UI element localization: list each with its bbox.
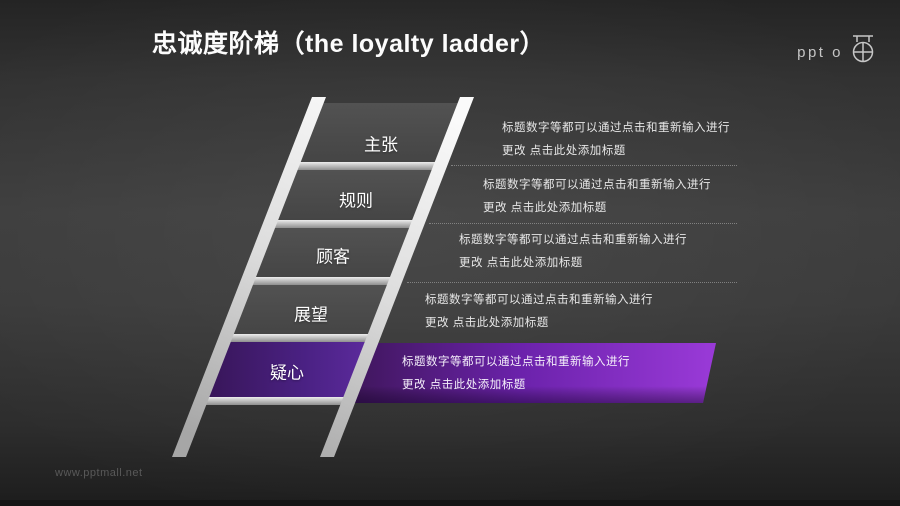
step-panel-4 bbox=[227, 285, 394, 334]
desc-line-1: 标题数字等都可以通过点击和重新输入进行 bbox=[402, 356, 630, 368]
watermark-url: www.pptmall.net bbox=[55, 467, 143, 479]
ladder-left-rail bbox=[172, 97, 326, 457]
step-desc-1: 标题数字等都可以通过点击和重新输入进行 更改 点击此处添加标题 bbox=[502, 117, 730, 163]
desc-line-2: 更改 点击此处添加标题 bbox=[459, 257, 583, 269]
highlight-banner-shade bbox=[347, 343, 716, 403]
desc-line-2: 更改 点击此处添加标题 bbox=[502, 145, 626, 157]
ladder-rung-4 bbox=[222, 334, 377, 342]
desc-line-1: 标题数字等都可以通过点击和重新输入进行 bbox=[483, 179, 711, 191]
ladder-rung-2 bbox=[266, 220, 421, 228]
step-desc-3: 标题数字等都可以通过点击和重新输入进行 更改 点击此处添加标题 bbox=[459, 229, 687, 275]
step-label-2: 规则 bbox=[339, 191, 373, 211]
desc-line-1: 标题数字等都可以通过点击和重新输入进行 bbox=[459, 234, 687, 246]
desc-line-1: 标题数字等都可以通过点击和重新输入进行 bbox=[502, 122, 730, 134]
step-panel-1 bbox=[294, 103, 465, 162]
desc-line-2: 更改 点击此处添加标题 bbox=[425, 317, 549, 329]
separator-3 bbox=[407, 282, 737, 283]
ladder-rung-1 bbox=[289, 162, 444, 170]
step-panel-3 bbox=[249, 228, 416, 277]
step-desc-5: 标题数字等都可以通过点击和重新输入进行 更改 点击此处添加标题 bbox=[402, 351, 630, 397]
separator-1 bbox=[451, 165, 737, 166]
step-panel-5-highlighted bbox=[202, 342, 372, 397]
step-label-4: 展望 bbox=[294, 305, 328, 325]
bottom-strip bbox=[0, 500, 900, 506]
ladder-rung-3 bbox=[244, 277, 399, 285]
slide-title: 忠诚度阶梯（the loyalty ladder） bbox=[152, 30, 546, 58]
logo-text: ppt o bbox=[797, 43, 843, 61]
ladder-rung-5 bbox=[197, 397, 352, 405]
step-panel-2 bbox=[271, 170, 439, 220]
step-label-1: 主张 bbox=[364, 135, 398, 155]
ladder-right-rail bbox=[320, 97, 474, 457]
step-desc-2: 标题数字等都可以通过点击和重新输入进行 更改 点击此处添加标题 bbox=[483, 174, 711, 220]
circle-compass-icon bbox=[852, 35, 874, 63]
step-desc-4: 标题数字等都可以通过点击和重新输入进行 更改 点击此处添加标题 bbox=[425, 289, 653, 335]
desc-line-2: 更改 点击此处添加标题 bbox=[483, 202, 607, 214]
pptmall-logo: ppt o bbox=[797, 30, 878, 66]
step-label-5: 疑心 bbox=[270, 363, 304, 383]
separator-2 bbox=[429, 223, 737, 224]
desc-line-1: 标题数字等都可以通过点击和重新输入进行 bbox=[425, 294, 653, 306]
step-label-3: 顾客 bbox=[316, 247, 350, 267]
desc-line-2: 更改 点击此处添加标题 bbox=[402, 379, 526, 391]
